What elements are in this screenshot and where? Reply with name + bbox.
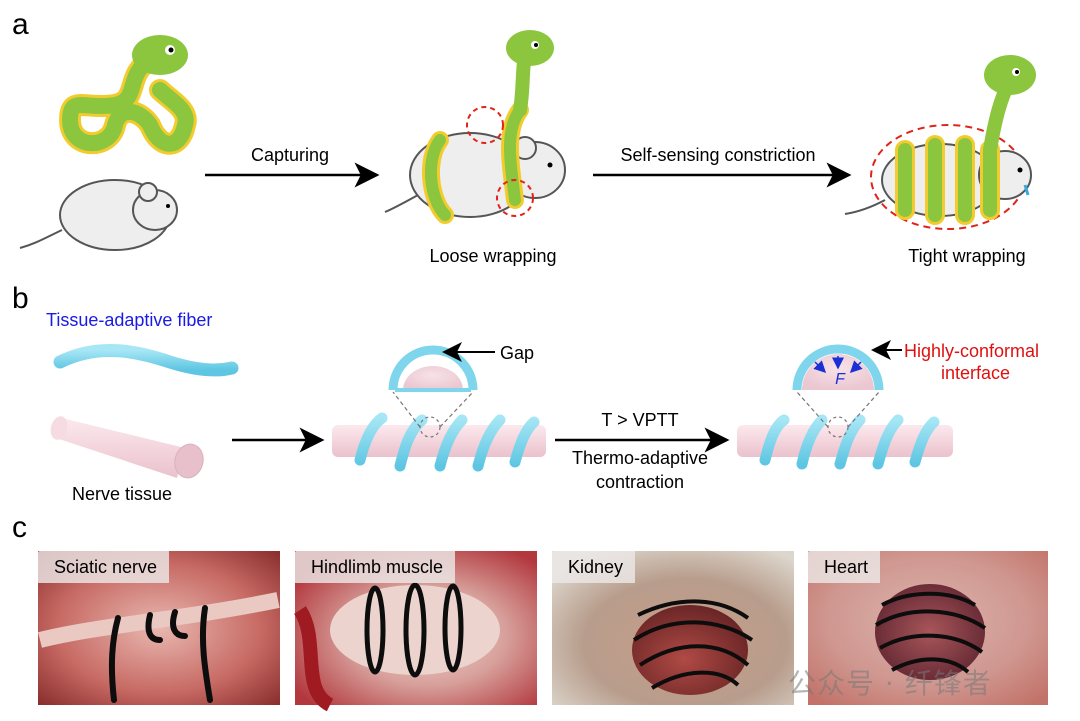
loose-wrapping-illustration bbox=[384, 30, 566, 224]
watermark-text: 公众号 · 纤锋者 bbox=[788, 667, 992, 700]
tight-wrapped-nerve bbox=[737, 391, 953, 470]
vptt-condition-label: T > VPTT bbox=[601, 410, 678, 430]
panel-label-c: c bbox=[12, 511, 27, 544]
nerve-tissue-cylinder bbox=[50, 416, 204, 479]
loose-wrapping-caption: Loose wrapping bbox=[429, 246, 556, 266]
loose-wrapped-nerve bbox=[332, 391, 546, 472]
photo-label-hindlimb-muscle: Hindlimb muscle bbox=[295, 551, 456, 583]
panel-label-a: a bbox=[12, 8, 29, 41]
capturing-label: Capturing bbox=[251, 145, 329, 165]
photo-frame-kidney: Kidney bbox=[552, 551, 794, 705]
thermo-process-line1: Thermo-adaptive bbox=[572, 448, 708, 468]
gap-circle-bottom bbox=[496, 179, 534, 217]
gap-inset bbox=[388, 345, 478, 392]
mouse-illustration bbox=[19, 179, 178, 251]
force-arrow-1 bbox=[813, 360, 827, 374]
interface-label-line1: Highly-conformal bbox=[904, 341, 1039, 361]
photo-heart bbox=[808, 551, 1048, 705]
photo-label-sciatic-nerve: Sciatic nerve bbox=[38, 551, 170, 583]
photo-frame-hindlimb-muscle: Hindlimb muscle bbox=[295, 551, 537, 705]
interface-label-line2: interface bbox=[941, 363, 1010, 383]
thermo-process-line2: contraction bbox=[596, 472, 684, 492]
gap-label: Gap bbox=[500, 343, 534, 363]
nerve-tissue-label: Nerve tissue bbox=[72, 484, 172, 504]
photo-frame-sciatic-nerve: Sciatic nerve bbox=[38, 551, 280, 705]
snake-illustration bbox=[58, 35, 197, 155]
force-arrow-3 bbox=[849, 360, 863, 374]
fiber-label: Tissue-adaptive fiber bbox=[46, 310, 212, 330]
photo-label-kidney: Kidney bbox=[552, 551, 636, 583]
photo-kidney bbox=[552, 551, 794, 705]
free-fiber bbox=[53, 344, 239, 377]
photo-frame-heart: Heart bbox=[808, 551, 1048, 705]
conformal-inset bbox=[792, 344, 884, 391]
panel-label-b: b bbox=[12, 282, 29, 315]
photo-label-heart: Heart bbox=[808, 551, 881, 583]
tight-wrapping-illustration bbox=[844, 55, 1036, 230]
force-label: F bbox=[835, 371, 846, 388]
constriction-label: Self-sensing constriction bbox=[620, 145, 815, 165]
tight-wrapping-caption: Tight wrapping bbox=[908, 246, 1025, 266]
gap-circle-top bbox=[466, 106, 504, 144]
